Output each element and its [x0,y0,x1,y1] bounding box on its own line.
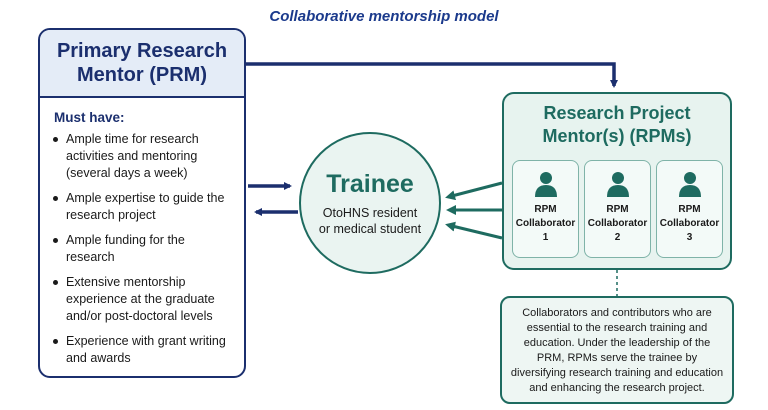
diagram-title: Collaborative mentorship model [269,8,499,25]
prm-to-rpm-arrow [246,62,618,88]
trainee-title: Trainee [326,169,414,198]
collaborator-number: 1 [542,232,549,243]
collaborator-line1: RPM [606,204,629,215]
person-icon [534,172,557,197]
trainee-subtitle-line2: or medical student [318,221,422,236]
collaborator-line2: Collaborator [587,218,648,229]
rpm-to-trainee-arrow-3 [445,221,503,240]
prm-card: Primary Research Mentor (PRM) Must have:… [38,28,246,378]
rpm-card: Research Project Mentor(s) (RPMs) RPM Co… [502,92,732,270]
requirement-item: Ample expertise to guide the research pr… [52,190,236,224]
person-icon [678,172,701,197]
rpm-to-trainee-arrow-1 [445,181,503,201]
collaborator-label: RPM Collaborator 2 [588,203,647,245]
rpm-title-line1: Research Project [543,103,691,123]
trainee-subtitle-line1: OtoHNS resident [322,205,418,220]
rpm-title-line2: Mentor(s) (RPMs) [542,126,692,146]
collaborator-card-2: RPM Collaborator 2 [584,160,651,258]
person-icon [606,172,629,197]
rpm-description-box: Collaborators and contributors who are e… [500,296,734,404]
collaborator-number: 3 [686,232,693,243]
collaborator-number: 2 [614,232,621,243]
collaborator-label: RPM Collaborator 3 [660,203,719,245]
prm-header: Primary Research Mentor (PRM) [40,30,244,98]
prm-title-line1: Primary Research [56,40,228,62]
collaborator-line2: Collaborator [659,218,720,229]
trainee-node: Trainee OtoHNS resident or medical stude… [299,132,441,274]
prm-title-line2: Mentor (PRM) [77,64,207,86]
requirement-item: Experience with grant writing and awards [52,333,236,367]
collaborator-label: RPM Collaborator 1 [516,203,575,245]
requirements-list: Ample time for research activities and m… [40,131,244,367]
collaborator-card-1: RPM Collaborator 1 [512,160,579,258]
collaborator-card-3: RPM Collaborator 3 [656,160,723,258]
collaborator-line2: Collaborator [515,218,576,229]
requirement-item: Ample time for research activities and m… [52,131,236,182]
collaborator-line1: RPM [534,204,557,215]
requirement-item: Ample funding for the research [52,232,236,266]
must-have-label: Must have: [54,110,125,125]
requirement-item: Extensive mentorship experience at the g… [52,274,236,325]
rpm-title: Research Project Mentor(s) (RPMs) [504,102,730,148]
collaborator-line1: RPM [678,204,701,215]
